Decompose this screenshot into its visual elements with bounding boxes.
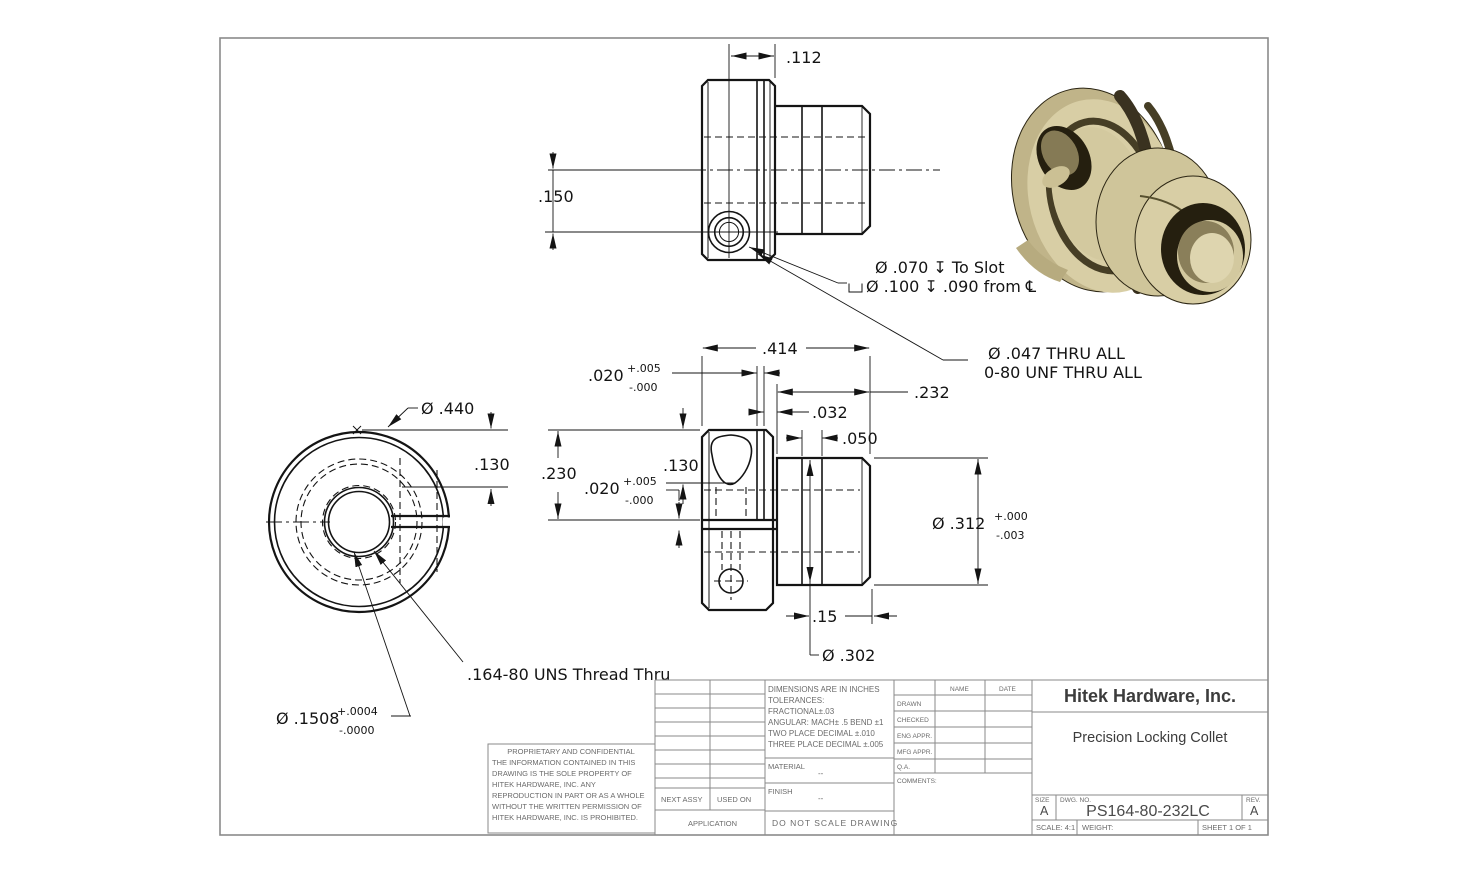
sheet-text: SHEET 1 OF 1 <box>1202 823 1252 832</box>
dim-050: .050 <box>842 429 878 448</box>
tol-note-line6: THREE PLACE DECIMAL ±.005 <box>768 740 884 749</box>
thread-note: .164-80 UNS Thread Thru <box>467 665 670 684</box>
row-comments: COMMENTS: <box>897 778 937 785</box>
dim-414: .414 <box>762 339 798 358</box>
date-header: DATE <box>999 686 1017 693</box>
top-view: .112 .150 Ø .070 ↧ To Slot Ø .100 ↧ .090… <box>538 44 1142 382</box>
thread-note-line2: 0-80 UNF THRU ALL <box>984 363 1142 382</box>
material-label: MATERIAL <box>768 762 805 771</box>
dim-groove-plus: +.005 <box>627 362 661 375</box>
dim-slot: .020 <box>584 479 620 498</box>
size-label: SIZE <box>1035 797 1050 804</box>
material-value: -- <box>818 769 824 778</box>
scale-text: SCALE: 4:1 <box>1036 823 1075 832</box>
dim-150: .150 <box>538 187 574 206</box>
dim-groove: .020 <box>588 366 624 385</box>
row-drawn: DRAWN <box>897 701 922 708</box>
proprietary-line5: WITHOUT THE WRITTEN PERMISSION OF <box>492 802 642 811</box>
used-on-label: USED ON <box>717 795 751 804</box>
dia-312-minus: -.003 <box>996 529 1024 542</box>
application-label: APPLICATION <box>688 819 737 828</box>
row-checked: CHECKED <box>897 717 929 724</box>
front-view: Ø .440 .130 .164-80 UNS Thread Thru Ø .1… <box>266 399 670 737</box>
thread-note-line1: Ø .047 THRU ALL <box>988 344 1125 363</box>
cbore-note-line2: Ø .100 ↧ .090 from ℄ <box>866 277 1037 296</box>
iso-view-render <box>1010 87 1252 305</box>
size-value: A <box>1040 804 1049 818</box>
proprietary-line3: HITEK HARDWARE, INC. ANY <box>492 780 596 789</box>
dim-sec-130: .130 <box>663 456 699 475</box>
dim-232: .232 <box>914 383 950 402</box>
name-header: NAME <box>950 686 969 693</box>
iso-side-hole-wall <box>1041 130 1079 176</box>
iso-bore-bottom <box>1190 233 1234 283</box>
counterbore-icon <box>848 283 863 293</box>
finish-value: -- <box>818 794 824 803</box>
dim-front-130: .130 <box>474 455 510 474</box>
finish-label: FINISH <box>768 787 793 796</box>
company-name: Hitek Hardware, Inc. <box>1064 686 1236 706</box>
tol-note-line5: TWO PLACE DECIMAL ±.010 <box>768 729 875 738</box>
rev-label: REV. <box>1246 797 1261 804</box>
dia-302: Ø .302 <box>822 646 875 665</box>
dim-outer-dia: Ø .440 <box>421 399 474 418</box>
bore-tol-minus: -.0000 <box>339 724 374 737</box>
dim-230: .230 <box>541 464 577 483</box>
tol-note-line1: DIMENSIONS ARE IN INCHES <box>768 685 880 694</box>
row-mfg-appr: MFG APPR. <box>897 749 933 756</box>
drawing-title: Precision Locking Collet <box>1073 730 1228 746</box>
title-block: DIMENSIONS ARE IN INCHES TOLERANCES: FRA… <box>654 679 1268 835</box>
tol-note-line4: ANGULAR: MACH± .5 BEND ±1 <box>768 718 884 727</box>
dim-slot-plus: +.005 <box>623 475 657 488</box>
section-view: .414 .020 +.005 -.000 .232 .032 .050 .23… <box>541 339 1028 665</box>
dia-312-plus: +.000 <box>994 510 1028 523</box>
next-assy-label: NEXT ASSY <box>661 795 703 804</box>
cbore-note-line1: Ø .070 ↧ To Slot <box>875 258 1004 277</box>
tol-note-line2: TOLERANCES: <box>768 696 824 705</box>
proprietary-title: PROPRIETARY AND CONFIDENTIAL <box>507 747 635 756</box>
dwg-no: PS164-80-232LC <box>1086 803 1210 820</box>
dim-groove-minus: -.000 <box>629 381 657 394</box>
dwg-no-label: DWG. NO. <box>1060 797 1091 804</box>
dim-112: .112 <box>786 48 822 67</box>
proprietary-line2: DRAWING IS THE SOLE PROPERTY OF <box>492 769 632 778</box>
dim-15: .15 <box>812 607 837 626</box>
iso-side-hole-cbore <box>1042 166 1070 188</box>
bore-dia: Ø .1508 <box>276 709 339 728</box>
weight-text: WEIGHT: <box>1082 823 1113 832</box>
dim-032: .032 <box>812 403 848 422</box>
proprietary-line4: REPRODUCTION IN PART OR AS A WHOLE <box>492 791 645 800</box>
row-qa: Q.A. <box>897 764 910 771</box>
rev-value: A <box>1250 804 1259 818</box>
proprietary-line6: HITEK HARDWARE, INC. IS PROHIBITED. <box>492 813 638 822</box>
row-eng-appr: ENG APPR. <box>897 733 932 740</box>
do-not-scale: DO NOT SCALE DRAWING <box>772 818 898 828</box>
iso-slot-exit <box>1016 240 1068 282</box>
tol-note-line3: FRACTIONAL±.03 <box>768 707 835 716</box>
sheet-border <box>219 37 1269 836</box>
proprietary-line1: THE INFORMATION CONTAINED IN THIS <box>492 758 635 767</box>
dia-312: Ø .312 <box>932 514 985 533</box>
proprietary-note: PROPRIETARY AND CONFIDENTIAL THE INFORMA… <box>487 743 656 834</box>
dim-slot-minus: -.000 <box>625 494 653 507</box>
bore-tol-plus: +.0004 <box>337 705 378 718</box>
